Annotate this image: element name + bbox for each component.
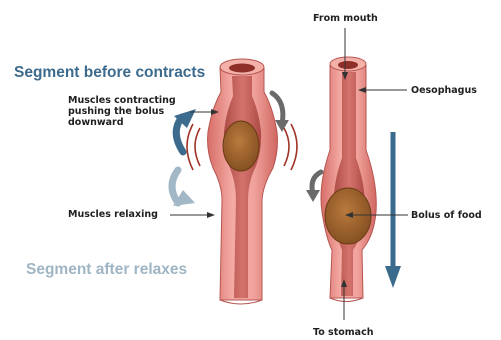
- left-oesophagus-segment: [208, 59, 278, 304]
- muscles-contracting-line-1: Muscles contracting: [68, 95, 176, 106]
- label-from-mouth: From mouth: [313, 13, 378, 24]
- heading-segment-after-relaxes: Segment after relaxes: [26, 261, 187, 279]
- relaxing-arrow: [172, 170, 195, 206]
- heading-segment-before-contracts: Segment before contracts: [14, 64, 205, 82]
- contracting-arrow: [174, 109, 196, 152]
- right-oesophagus-segment: [321, 57, 376, 302]
- left-bolus: [223, 121, 259, 171]
- muscles-contracting-line-2: pushing the bolus: [68, 106, 176, 117]
- right-tube-bottom-opening: [330, 298, 363, 302]
- left-tube-bottom-opening: [220, 300, 262, 304]
- label-muscles-relaxing: Muscles relaxing: [68, 209, 158, 220]
- downward-direction-arrow: [385, 132, 401, 288]
- label-muscles-contracting: Muscles contracting pushing the bolus do…: [68, 95, 176, 128]
- label-bolus-of-food: Bolus of food: [411, 210, 482, 221]
- label-to-stomach: To stomach: [313, 327, 373, 338]
- label-oesophagus: Oesophagus: [411, 85, 477, 96]
- muscles-contracting-line-3: downward: [68, 117, 176, 128]
